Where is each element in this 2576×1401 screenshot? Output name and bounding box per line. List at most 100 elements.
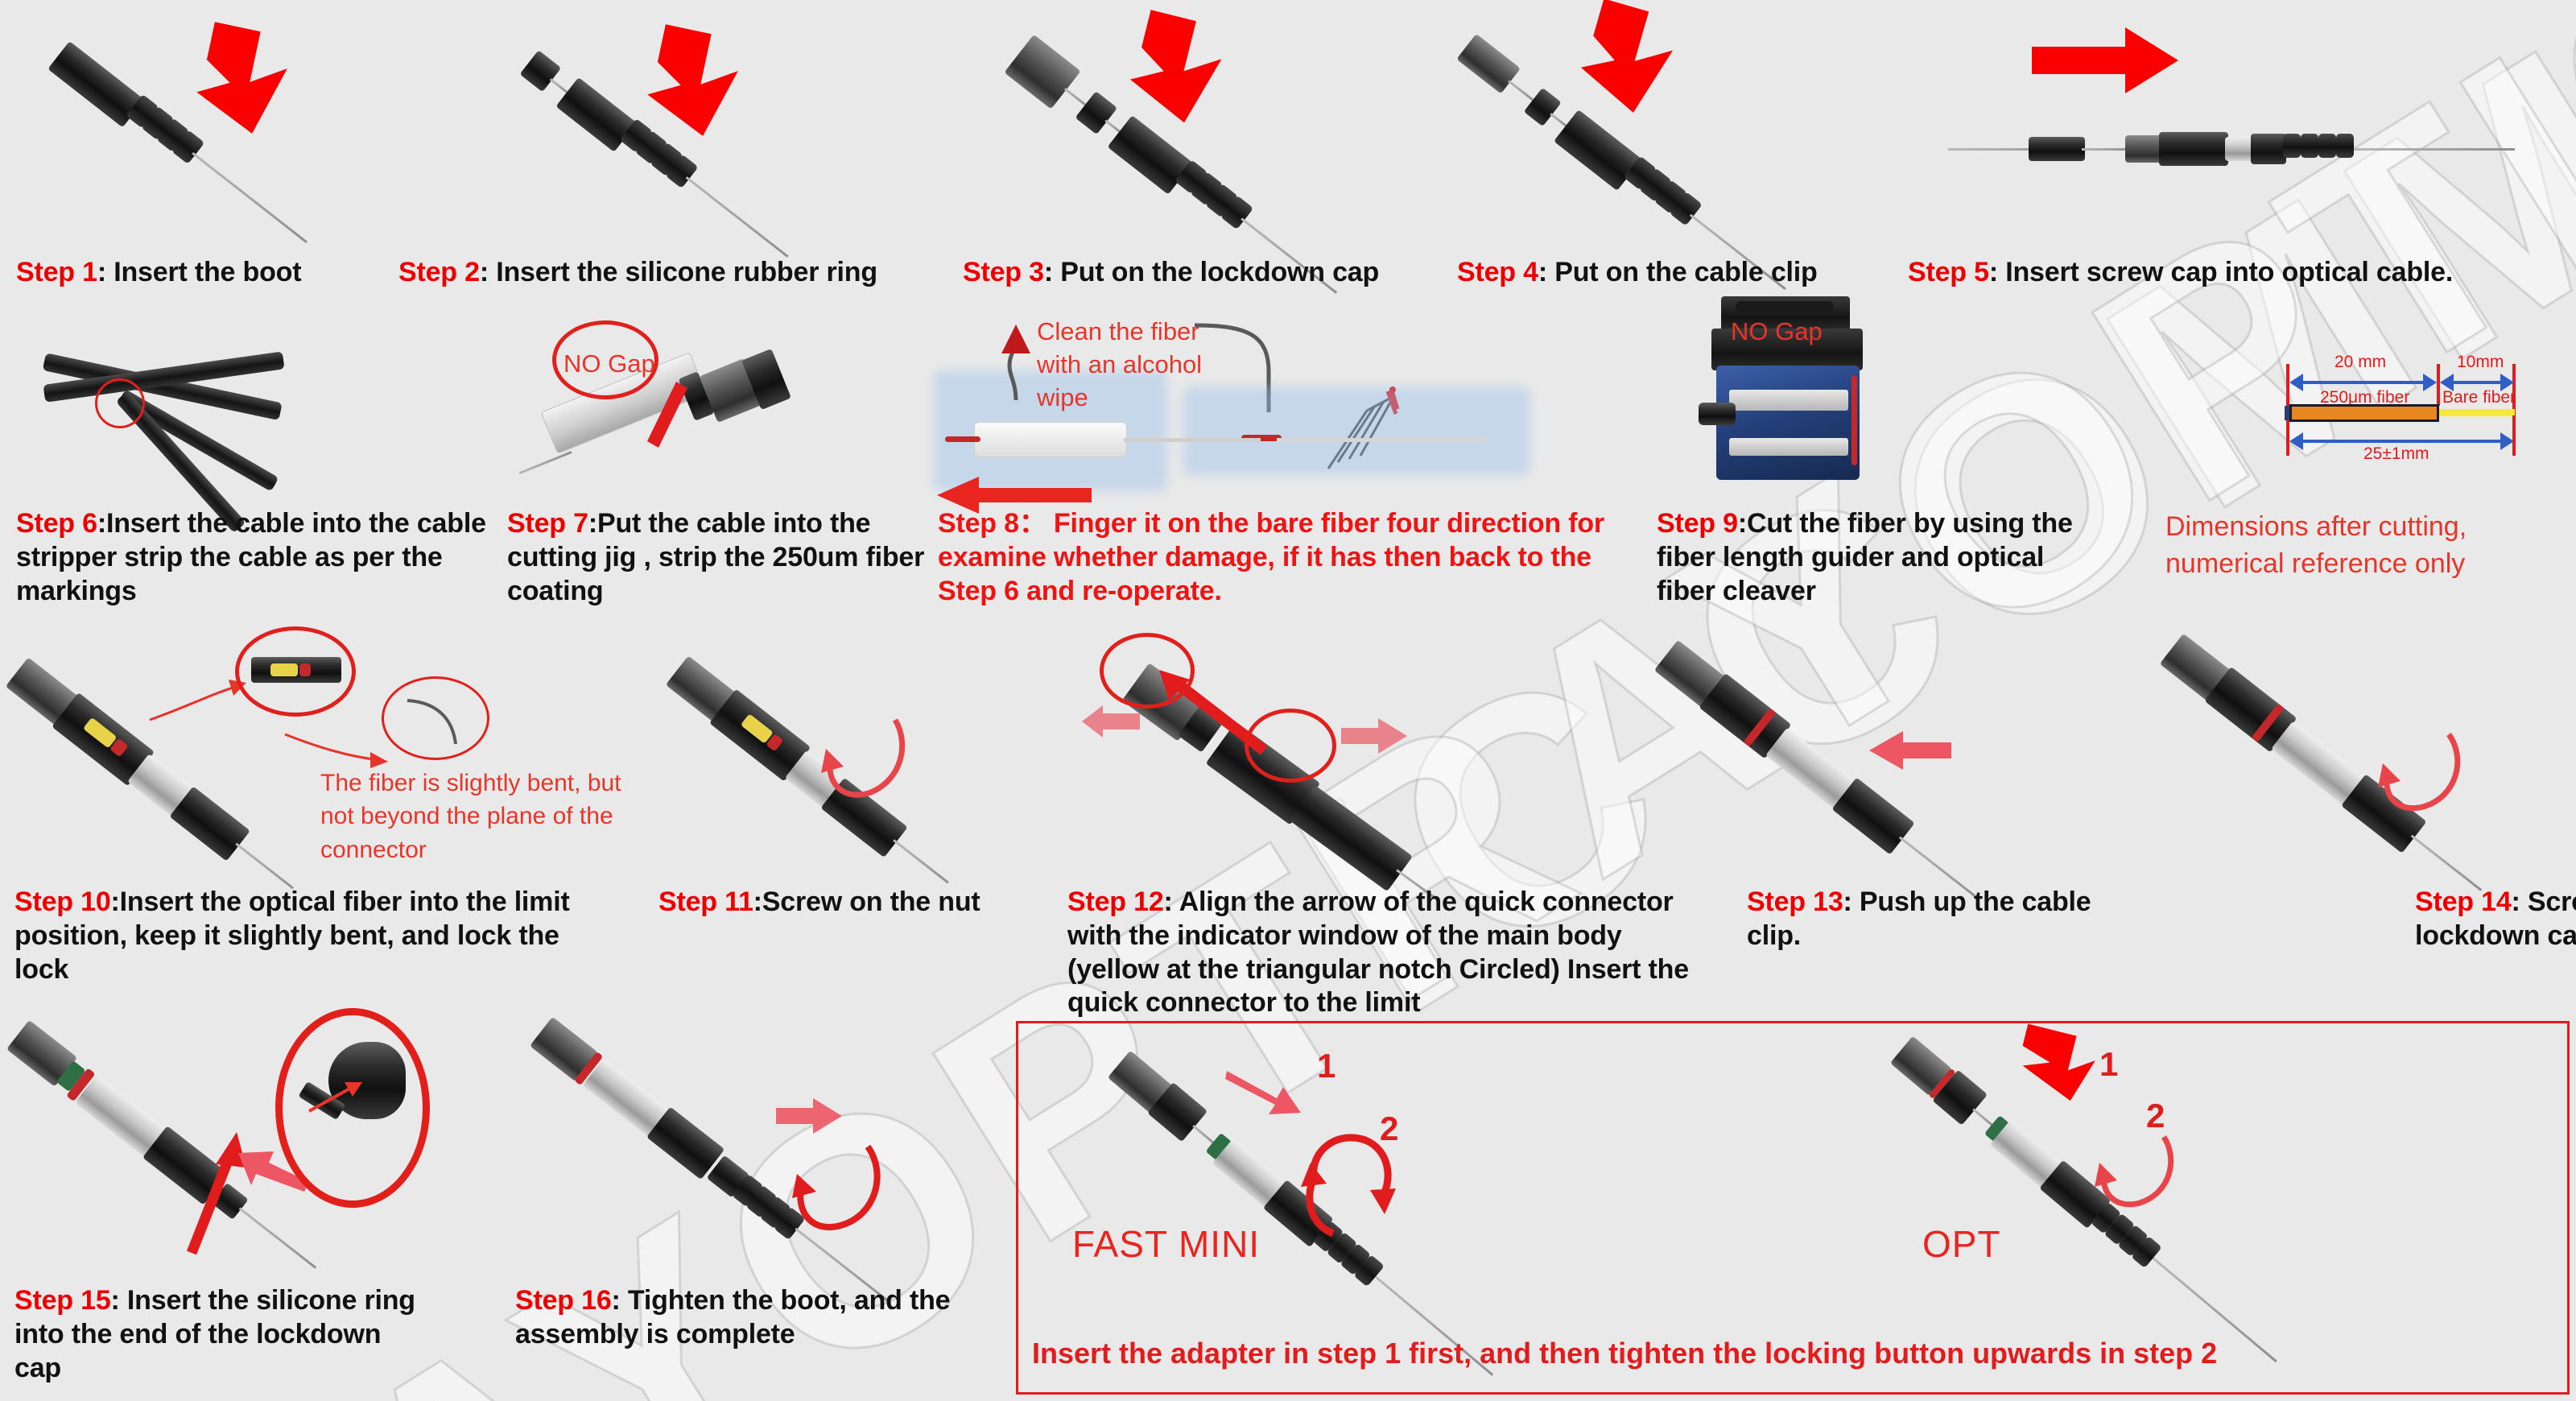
step-11-sep: : (753, 886, 762, 917)
no-gap-circle-jig (552, 320, 658, 399)
step-15-caption: Step 15: Insert the silicone ring into t… (14, 1284, 433, 1385)
red-arrow-step5 (2029, 24, 2182, 97)
step-11-caption: Step 11:Screw on the nut (658, 886, 1013, 920)
dim-label-20mm: 20 mm (2334, 353, 2387, 371)
rotate-arrow-step11 (821, 702, 918, 807)
rotate-arrow-step14 (2376, 721, 2473, 818)
dim-marker-right (2512, 364, 2516, 420)
zoom-detail-indicator-window (251, 644, 341, 694)
step-7-text: Put the cable into the cutting jig , str… (507, 508, 925, 606)
step-16-text: Tighten the boot, and the assembly is co… (515, 1285, 951, 1349)
step-2-caption: Step 2: Insert the silicone rubber ring (398, 256, 954, 290)
step-3-text: Put on the lockdown cap (1060, 257, 1380, 287)
step-13-sep: : (1843, 886, 1860, 917)
step-15-sep: : (110, 1285, 127, 1316)
step-8-caption: Step 8： Finger it on the bare fiber four… (938, 507, 1646, 608)
step-11-text: Screw on the nut (762, 886, 980, 917)
step-4-caption: Step 4: Put on the cable clip (1457, 256, 1908, 290)
tool-cable-stripper-step6 (42, 338, 350, 534)
step-14-sep: : (2511, 886, 2528, 917)
step-9-number: Step 9 (1657, 508, 1738, 539)
step-13-text: Push up the cable clip. (1747, 886, 2091, 951)
dimensions-caption-text: Dimensions after cutting, numerical refe… (2165, 511, 2467, 579)
step-14-caption: Step 14: Screw tight the lockdown cap. (2415, 886, 2576, 953)
step-4-text: Put on the cable clip (1554, 257, 1818, 287)
callout-number-fast-mini-1: 1 (1317, 1047, 1336, 1085)
pink-arrow-step16 (773, 1092, 845, 1140)
zoom-circle-indicator-window (235, 626, 356, 717)
step-4-number: Step 4 (1457, 257, 1538, 287)
pink-arrow-fast-mini-1 (1224, 1063, 1312, 1119)
pink-arrow-left-step12 (1079, 702, 1143, 742)
step-5-sep: : (1988, 257, 2006, 287)
red-pointer-arrow-step15 (158, 1111, 254, 1256)
step-6-caption: Step 6:Insert the cable into the cable s… (16, 507, 499, 608)
zoom-circle-lockdown-cap-end (275, 1008, 430, 1208)
dim-arrow-20mm (2296, 381, 2426, 384)
red-arrow-opt-1 (2016, 1023, 2120, 1101)
tool-fiber-cleaver-step9 (1699, 296, 1892, 498)
dim-marker-left-total (2286, 422, 2289, 456)
step-7-caption: Step 7:Put the cable into the cutting ji… (507, 507, 926, 608)
red-left-arrow-step8 (934, 475, 1095, 515)
step-12-caption: Step 12: Align the arrow of the quick co… (1067, 886, 1711, 1020)
step-12-sep: : (1163, 886, 1179, 917)
step-12-number: Step 12 (1067, 886, 1164, 917)
step-5-caption: Step 5: Insert screw cap into optical ca… (1908, 256, 2568, 290)
step-12-text: Align the arrow of the quick connector w… (1067, 886, 1689, 1019)
step-6-sep: : (97, 508, 106, 539)
rotate-arrow-fast-mini-2 (1296, 1127, 1401, 1240)
step-5-number: Step 5 (1908, 257, 1989, 287)
dim-bar-bare-fiber (2439, 409, 2515, 416)
no-gap-label-jig: NO Gap (564, 349, 655, 378)
step-2-sep: : (479, 257, 497, 287)
fiber-bend-sketch (402, 694, 475, 754)
red-arrow-step3 (1127, 10, 1272, 147)
step-5-text: Insert screw cap into optical cable. (2005, 257, 2454, 287)
dim-arrow-10mm (2447, 381, 2504, 384)
clean-fiber-note-text: Clean the fiber with an alcohol wipe (1037, 317, 1203, 411)
step-2-text: Insert the silicone rubber ring (496, 257, 877, 287)
callout-number-opt-1: 1 (2099, 1045, 2119, 1083)
dim-arrowhead-left (2289, 432, 2303, 450)
dimensions-caption: Dimensions after cutting, numerical refe… (2165, 509, 2576, 583)
fiber-bent-note-text: The fiber is slightly bent, but not beyo… (320, 770, 621, 863)
dimension-diagram: 20 mm 10mm 250μm fiber Bare fiber 25±1mm (2285, 341, 2574, 470)
pointer-arrow-to-bend-circle (282, 725, 394, 773)
dim-label-bare-fiber: Bare fiber (2442, 388, 2516, 407)
dim-arrowhead-right (2423, 374, 2437, 391)
circle-triangular-notch (1100, 633, 1195, 709)
callout-number-fast-mini-2: 2 (1380, 1110, 1399, 1147)
step-10-text: Insert the optical fiber into the limit … (14, 886, 570, 985)
fiber-bent-note: The fiber is slightly bent, but not beyo… (320, 767, 658, 866)
zoom-circle-fiber-bend (382, 676, 489, 760)
adapter-instruction-box (1016, 1021, 2570, 1395)
pink-arrow-step15 (233, 1139, 314, 1195)
rotate-arrow-opt-2 (2093, 1119, 2190, 1224)
red-arrow-step4 (1578, 0, 1723, 137)
dim-marker-left (2286, 364, 2289, 427)
step-7-sep: : (588, 508, 597, 539)
step-1-caption: Step 1: Insert the boot (16, 256, 394, 290)
step-4-sep: : (1538, 257, 1555, 287)
highlight-circle-stripper-notch (95, 378, 145, 428)
no-gap-label-cleaver: NO Gap (1731, 317, 1823, 345)
step-15-number: Step 15 (14, 1285, 111, 1316)
step-1-text: Insert the boot (114, 257, 302, 287)
dim-bar-coated-fiber (2289, 404, 2439, 422)
step-3-number: Step 3 (963, 257, 1044, 287)
red-tick-no-gap-jig (644, 378, 692, 451)
dim-bar-jacket-end (2285, 406, 2293, 420)
step-13-caption: Step 13: Push up the cable clip. (1747, 886, 2093, 953)
adapter-box-footer: Insert the adapter in step 1 first, and … (1032, 1337, 2218, 1370)
step-16-sep: : (611, 1285, 628, 1316)
step-14-text: Screw tight the lockdown cap. (2415, 886, 2576, 951)
tool-alcohol-wipe-step8 (926, 354, 1554, 507)
step-10-number: Step 10 (14, 886, 111, 917)
dim-arrowhead-left (2289, 374, 2303, 391)
callout-number-opt-2: 2 (2146, 1097, 2165, 1134)
step-10-caption: Step 10:Insert the optical fiber into th… (14, 886, 570, 986)
pink-arrow-right-step12 (1338, 712, 1410, 760)
clean-fiber-pointer-arrow (995, 318, 1043, 407)
